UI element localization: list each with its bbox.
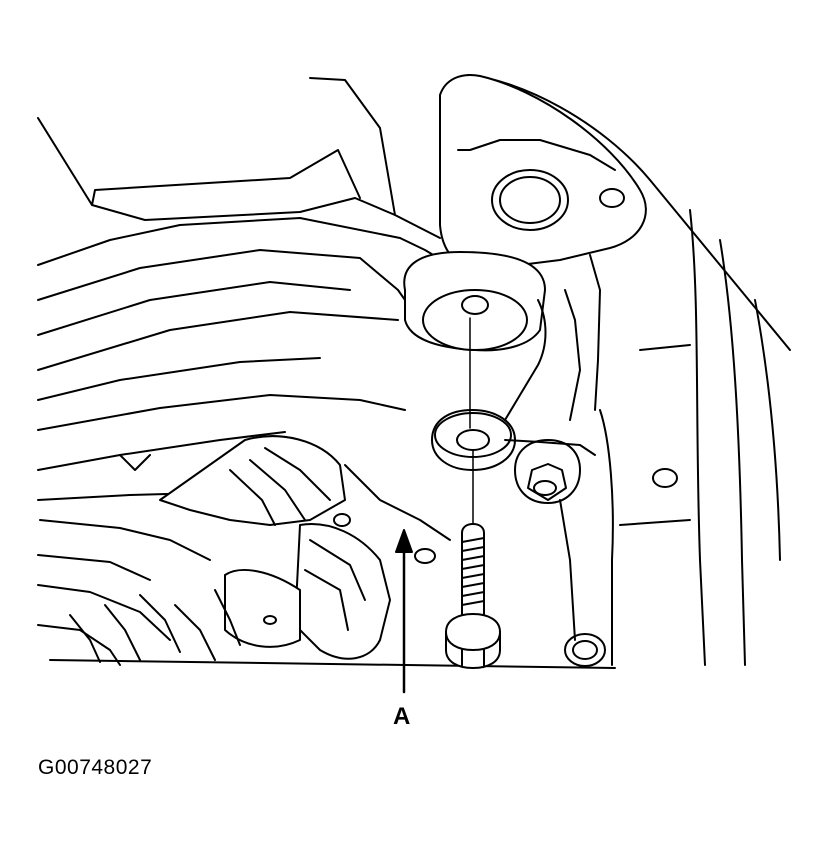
mount-bolt bbox=[445, 449, 501, 669]
subframe-outline bbox=[37, 77, 616, 669]
callout-label-a: A bbox=[393, 703, 411, 730]
washer bbox=[431, 317, 516, 471]
figure-id: G00748027 bbox=[38, 756, 153, 779]
arrow-a bbox=[395, 529, 413, 694]
mount-cushion bbox=[403, 251, 547, 421]
frame-bracket bbox=[439, 74, 791, 666]
exhaust-pipe bbox=[69, 435, 451, 663]
frame-nut bbox=[504, 439, 606, 667]
